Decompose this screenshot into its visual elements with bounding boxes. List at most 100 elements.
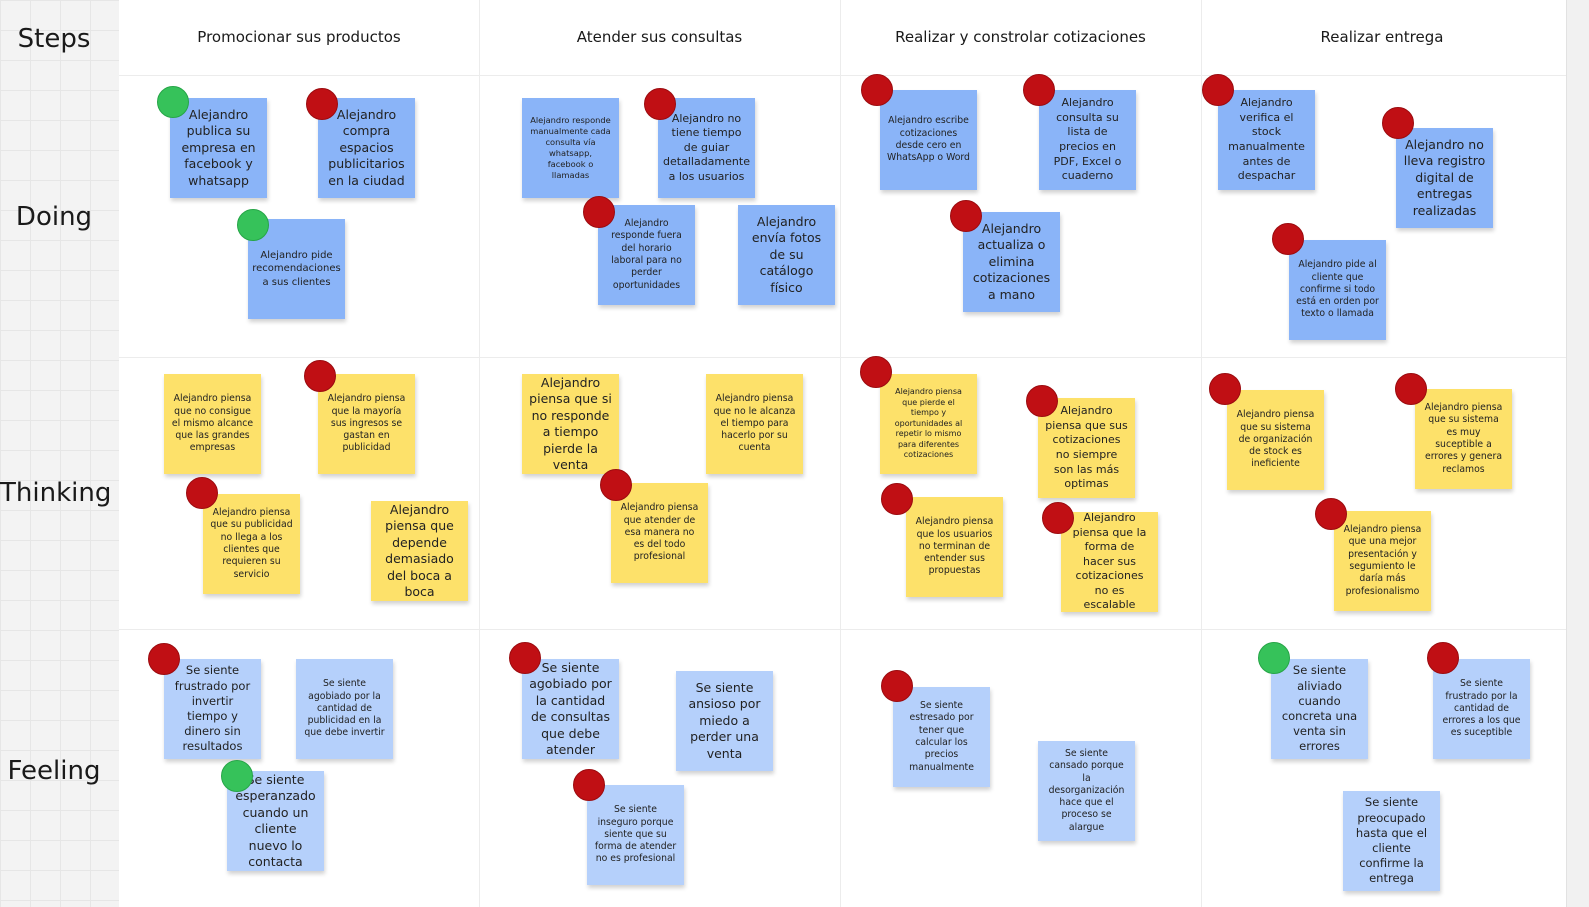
negative-dot-marker[interactable] (509, 642, 541, 674)
sticky-note[interactable]: Alejandro piensa que su publicidad no ll… (203, 494, 300, 594)
negative-dot-marker[interactable] (881, 670, 913, 702)
sticky-note[interactable]: Alejandro responde manualmente cada cons… (522, 98, 619, 198)
sticky-note-text: Alejandro piensa que no consigue el mism… (171, 393, 254, 454)
sticky-note[interactable]: Alejandro responde fuera del horario lab… (598, 205, 695, 305)
sticky-note[interactable]: Alejandro piensa que su sistema es muy s… (1415, 389, 1512, 489)
sticky-note[interactable]: Alejandro verifica el stock manualmente … (1218, 90, 1315, 190)
sticky-note[interactable]: Alejandro piensa que la mayoría sus ingr… (318, 374, 415, 474)
sticky-note-text: Se siente inseguro porque siente que su … (594, 804, 677, 865)
sticky-note[interactable]: Alejandro no lleva registro digital de e… (1396, 128, 1493, 228)
sticky-note-text: Se siente preocupado hasta que el client… (1355, 795, 1428, 886)
sticky-note[interactable]: Alejandro piensa que atender de esa mane… (611, 483, 708, 583)
sticky-note-text: Alejandro no tiene tiempo de guiar detal… (663, 111, 750, 183)
sticky-note[interactable]: Alejandro publica su empresa en facebook… (170, 98, 267, 198)
positive-dot-marker[interactable] (157, 86, 189, 118)
negative-dot-marker[interactable] (1395, 373, 1427, 405)
sticky-note[interactable]: Alejandro piensa que si no responde a ti… (522, 374, 619, 474)
sticky-note[interactable]: Alejandro compra espacios publicitarios … (318, 98, 415, 198)
sticky-note[interactable]: Se siente agobiado por la cantidad de co… (522, 659, 619, 759)
sticky-note[interactable]: Alejandro piensa que la forma de hacer s… (1061, 512, 1158, 612)
negative-dot-marker[interactable] (573, 769, 605, 801)
negative-dot-marker[interactable] (304, 360, 336, 392)
negative-dot-marker[interactable] (950, 200, 982, 232)
sticky-note[interactable]: Alejandro piensa que pierde el tiempo y … (880, 374, 977, 474)
sticky-note-text: Alejandro piensa que una mejor presentac… (1343, 524, 1422, 597)
sticky-note-text: Alejandro piensa que depende demasiado d… (385, 501, 454, 600)
sticky-note-text: Alejandro piensa que si no responde a ti… (529, 374, 612, 473)
sticky-note[interactable]: Alejandro piensa que depende demasiado d… (371, 501, 468, 601)
sticky-note-text: Alejandro compra espacios publicitarios … (328, 106, 405, 188)
vertical-scrollbar[interactable] (1566, 0, 1589, 907)
positive-dot-marker[interactable] (237, 209, 269, 241)
negative-dot-marker[interactable] (1042, 502, 1074, 534)
sticky-note[interactable]: Se siente frustrado por la cantidad de e… (1433, 659, 1530, 759)
sticky-note-text: Alejandro responde fuera del horario lab… (611, 218, 682, 291)
sticky-note-text: Alejandro publica su empresa en facebook… (181, 106, 256, 188)
negative-dot-marker[interactable] (1315, 498, 1347, 530)
sticky-note[interactable]: Se siente estresado por tener que calcul… (893, 687, 990, 787)
positive-dot-marker[interactable] (1258, 642, 1290, 674)
sticky-note[interactable]: Alejandro pide al cliente que confirme s… (1289, 240, 1386, 340)
sticky-note[interactable]: Alejandro escribe cotizaciones desde cer… (880, 90, 977, 190)
negative-dot-marker[interactable] (186, 477, 218, 509)
negative-dot-marker[interactable] (1209, 373, 1241, 405)
sticky-note[interactable]: Se siente preocupado hasta que el client… (1343, 791, 1440, 891)
sticky-note[interactable]: Alejandro no tiene tiempo de guiar detal… (658, 98, 755, 198)
negative-dot-marker[interactable] (860, 356, 892, 388)
sticky-note[interactable]: Alejandro piensa que su sistema de organ… (1227, 390, 1324, 490)
negative-dot-marker[interactable] (644, 88, 676, 120)
negative-dot-marker[interactable] (1202, 74, 1234, 106)
sticky-note-text: Alejandro piensa que atender de esa mane… (620, 502, 699, 563)
sticky-note-text: Alejandro piensa que su publicidad no ll… (210, 507, 293, 580)
sticky-note[interactable]: Se siente agobiado por la cantidad de pu… (296, 659, 393, 759)
negative-dot-marker[interactable] (1427, 642, 1459, 674)
sticky-note-text: Alejandro no lleva registro digital de e… (1403, 136, 1486, 218)
negative-dot-marker[interactable] (1382, 107, 1414, 139)
sticky-note[interactable]: Alejandro piensa que no le alcanza el ti… (706, 374, 803, 474)
sticky-note-text: Alejandro piensa que los usuarios no ter… (915, 516, 994, 577)
sticky-note-text: Se siente frustrado por invertir tiempo … (174, 663, 251, 754)
negative-dot-marker[interactable] (583, 196, 615, 228)
sticky-note[interactable]: Se siente ansioso por miedo a perder una… (676, 671, 773, 771)
sticky-note[interactable]: Alejandro piensa que una mejor presentac… (1334, 511, 1431, 611)
sticky-note-text: Se siente ansioso por miedo a perder una… (688, 679, 761, 761)
sticky-note[interactable]: Alejandro piensa que los usuarios no ter… (906, 497, 1003, 597)
negative-dot-marker[interactable] (861, 74, 893, 106)
negative-dot-marker[interactable] (1026, 385, 1058, 417)
sticky-note[interactable]: Alejandro piensa que sus cotizaciones no… (1038, 398, 1135, 498)
column-header-atender: Atender sus consultas (576, 28, 743, 46)
negative-dot-marker[interactable] (306, 88, 338, 120)
column-header-entrega: Realizar entrega (1320, 28, 1444, 46)
negative-dot-marker[interactable] (148, 643, 180, 675)
sticky-note-text: Alejandro verifica el stock manualmente … (1228, 96, 1305, 183)
column-divider (840, 0, 841, 907)
sticky-note-text: Alejandro consulta su lista de precios e… (1053, 96, 1122, 183)
sticky-note-text: Alejandro envía fotos de su catálogo fís… (751, 213, 822, 295)
row-label-feeling: Feeling (7, 756, 101, 786)
column-header-promocionar: Promocionar sus productos (197, 28, 401, 46)
column-header-cotizaciones: Realizar y constrolar cotizaciones (895, 28, 1146, 46)
row-label-thinking: Thinking (0, 478, 112, 508)
sticky-note-text: Se siente cansado porque la desorganizac… (1048, 748, 1125, 833)
positive-dot-marker[interactable] (221, 760, 253, 792)
negative-dot-marker[interactable] (1272, 223, 1304, 255)
sticky-note[interactable]: Se siente cansado porque la desorganizac… (1038, 741, 1135, 841)
sticky-note-text: Alejandro piensa que sus cotizaciones no… (1045, 404, 1128, 491)
sticky-note[interactable]: Se siente frustrado por invertir tiempo … (164, 659, 261, 759)
sticky-note-text: Se siente aliviado cuando concreta una v… (1281, 663, 1358, 754)
sticky-note[interactable]: Se siente inseguro porque siente que su … (587, 785, 684, 885)
sticky-note[interactable]: Alejandro consulta su lista de precios e… (1039, 90, 1136, 190)
negative-dot-marker[interactable] (1023, 74, 1055, 106)
negative-dot-marker[interactable] (881, 483, 913, 515)
sticky-note-text: Se siente agobiado por la cantidad de pu… (304, 678, 385, 739)
sticky-note-text: Alejandro escribe cotizaciones desde cer… (887, 115, 970, 164)
sticky-note[interactable]: Alejandro actualiza o elimina cotizacion… (963, 212, 1060, 312)
negative-dot-marker[interactable] (600, 469, 632, 501)
sticky-note[interactable]: Alejandro envía fotos de su catálogo fís… (738, 205, 835, 305)
sticky-note-text: Alejandro piensa que su sistema de organ… (1236, 409, 1315, 470)
sticky-note[interactable]: Se siente aliviado cuando concreta una v… (1271, 659, 1368, 759)
sticky-note[interactable]: Alejandro pide recomendaciones a sus cli… (248, 219, 345, 319)
sticky-note-text: Se siente frustrado por la cantidad de e… (1442, 678, 1521, 739)
row-divider (119, 629, 1589, 630)
sticky-note[interactable]: Alejandro piensa que no consigue el mism… (164, 374, 261, 474)
